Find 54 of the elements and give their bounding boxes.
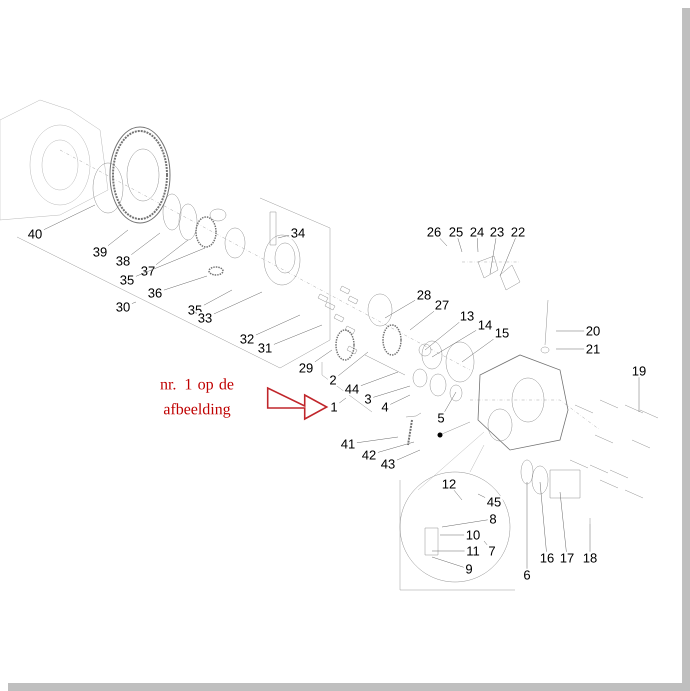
leader-line <box>432 556 464 568</box>
leader-line <box>458 238 462 252</box>
callout-number: 11 <box>464 545 482 557</box>
leader-line <box>338 352 368 376</box>
leader-line <box>156 240 188 265</box>
callout-number: 7 <box>486 545 498 557</box>
caption-text: nr. 1 op de afbeelding <box>160 378 234 418</box>
leader-line <box>44 204 96 230</box>
leader-line <box>432 330 476 358</box>
leader-line <box>314 350 332 362</box>
leader-line <box>214 292 262 314</box>
leader-line <box>440 534 464 536</box>
leader-line <box>454 490 462 500</box>
leader-line <box>500 238 516 276</box>
leader-line <box>131 232 160 255</box>
leader-line <box>132 302 136 304</box>
leader-line <box>490 238 496 274</box>
leader-line <box>484 540 488 546</box>
leader-line <box>360 372 398 386</box>
callout-number: 44 <box>343 383 361 395</box>
leader-line <box>256 314 300 336</box>
leader-line <box>378 442 414 453</box>
leader-line <box>478 494 486 498</box>
leader-line <box>540 482 547 552</box>
leader-line <box>136 248 206 277</box>
leader-line <box>274 324 322 345</box>
leader-line <box>462 338 494 362</box>
leader-line <box>384 300 416 318</box>
leader-line <box>440 238 448 246</box>
callout-number: 41 <box>339 438 357 450</box>
leader-line <box>638 377 640 412</box>
leader-line <box>556 330 584 332</box>
leader-line <box>424 322 460 350</box>
callout-number: 4 <box>380 401 390 413</box>
leader-line <box>278 234 290 238</box>
leader-line <box>164 276 208 290</box>
leader-line <box>556 348 584 350</box>
leader-line <box>373 386 410 398</box>
leader-line <box>526 482 528 569</box>
callout-number: 17 <box>558 552 576 564</box>
callout-number: 14 <box>476 319 494 331</box>
leader-line <box>204 290 232 306</box>
leader-line <box>356 436 398 443</box>
leader-line <box>442 520 488 528</box>
leader-line <box>108 230 128 246</box>
leader-line <box>560 492 567 552</box>
leader-line <box>477 238 478 252</box>
callout-number: 1 <box>328 401 340 413</box>
leader-line <box>432 550 465 552</box>
leader-line <box>396 450 420 460</box>
leader-line <box>444 392 456 412</box>
leader-line <box>339 398 346 404</box>
leader-line <box>410 310 434 330</box>
leader-line <box>390 394 410 405</box>
